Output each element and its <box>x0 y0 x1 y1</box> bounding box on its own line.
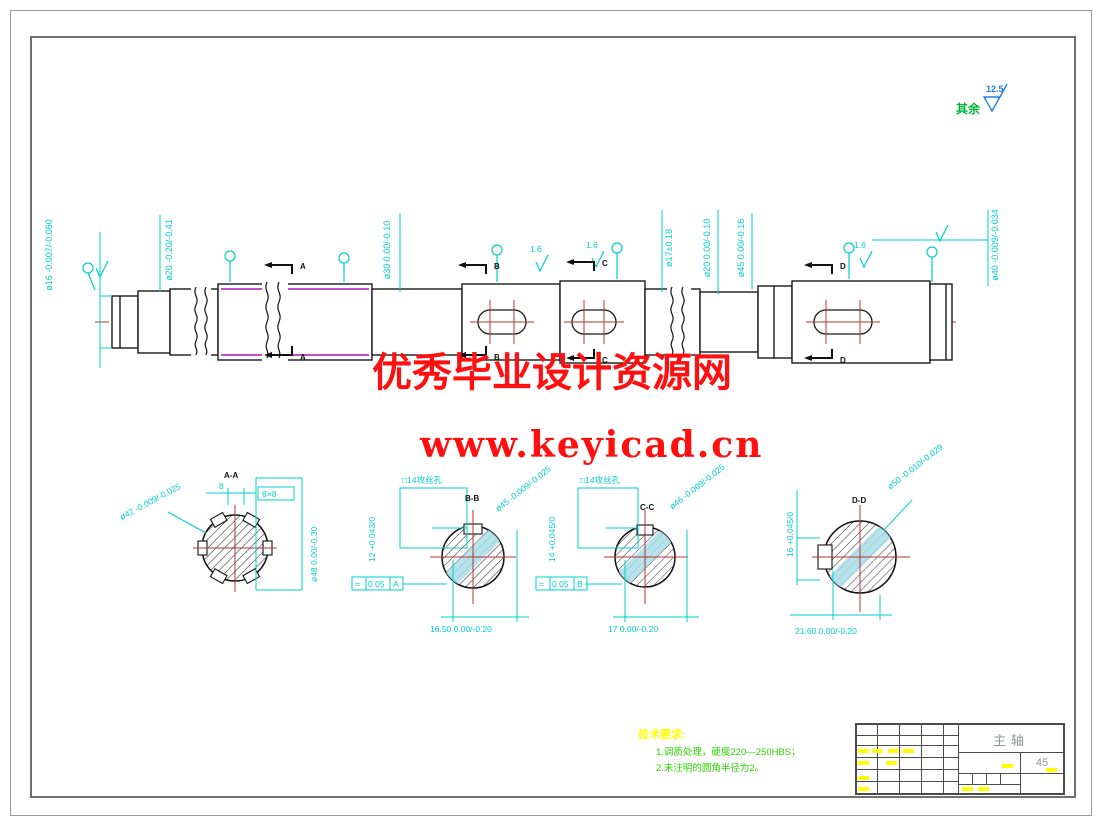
section-letter-b: B <box>494 353 500 362</box>
section-letter-a: A <box>300 353 306 362</box>
section-b-b: B-B □14攻丝孔 12 +0.043/0 = 0.05 A ø45 -0.0… <box>351 464 553 634</box>
section-bb-toplabel: □14攻丝孔 <box>402 475 443 485</box>
section-aa-box: 6×8 <box>262 489 277 499</box>
spline-thread-lines <box>221 288 369 356</box>
section-c-c: C-C □14攻丝孔 14 +0.045/0 = 0.05 B ø46 -0.0… <box>535 462 727 634</box>
dim-d45-label: ø45 0.00/-0.16 <box>736 219 746 278</box>
section-letter-d: D <box>840 356 846 365</box>
section-bb-title: B-B <box>465 494 479 503</box>
tech-req-line1: 1.调质处理，硬度220—250HBS； <box>656 747 801 758</box>
dim-d16-label: ø16 -0.007/-0.060 <box>44 219 54 291</box>
technical-requirements: 技术要求: 1.调质处理，硬度220—250HBS； 2.未注明的圆角半径为2。 <box>638 726 878 774</box>
roughness-icon <box>95 224 949 279</box>
section-aa-topdim: 8 <box>219 481 224 491</box>
section-cc-toplabel: □14攻丝孔 <box>580 475 621 485</box>
keyway-centermarks <box>470 300 880 344</box>
main-shaft-view: 1.6 1.6 1.6 ø16 -0.007/-0.060 ø20 -0.20/… <box>44 209 1000 368</box>
diameter-labels: ø16 -0.007/-0.060 ø20 -0.20/-0.41 ø30 0.… <box>44 209 1000 291</box>
dim-d17-label: ø17±0.18 <box>664 229 674 267</box>
section-dd-diag: ø50 -0.010/-0.029 <box>885 442 945 492</box>
section-cc-title: C-C <box>640 503 654 512</box>
watermark-line2: www.keyicad.cn <box>420 424 764 466</box>
roughness-value: 1.6 <box>586 240 598 250</box>
tech-req-title: 技术要求: <box>638 729 686 741</box>
gtol-symbol: = <box>355 579 360 589</box>
section-letter-d: D <box>840 262 846 271</box>
gtol-value: 0.05 <box>552 579 569 589</box>
section-cc-diag: ø46 -0.009/-0.025 <box>667 462 727 512</box>
dim-d30-label: ø30 0.00/-0.10 <box>382 221 392 280</box>
circle-mark-icon <box>82 242 938 291</box>
gtol-datum: B <box>577 579 583 589</box>
dimension-lines <box>99 210 989 368</box>
dim-d20r-label: ø20 0.00/-0.10 <box>702 219 712 278</box>
section-dd-bottom: 21.60 0.00/-0.20 <box>795 626 857 636</box>
section-bb-width: 12 +0.043/0 <box>367 517 377 562</box>
section-cut-arrows <box>264 259 812 361</box>
break-lines <box>191 281 691 363</box>
section-letter-b: B <box>494 262 500 271</box>
section-cc-bottom: 17 0.00/-0.20 <box>608 624 658 634</box>
sheet-inner-border <box>30 36 1076 798</box>
section-aa-diag: ø42 -0.009/-0.025 <box>118 481 183 522</box>
section-letter-c: C <box>602 259 608 268</box>
section-dd-width: 16 +0.045/0 <box>785 512 795 557</box>
section-letters: A A B B C C D D <box>300 259 846 365</box>
section-bb-diag: ø45 -0.009/-0.025 <box>493 464 553 514</box>
section-aa-side: ø48 0.00/-0.30 <box>309 526 319 582</box>
gtol-value: 0.05 <box>368 579 385 589</box>
gtol-datum: A <box>393 579 399 589</box>
watermark-line1: 优秀毕业设计资源网 <box>372 349 732 396</box>
part-name: 主轴 <box>992 733 1029 748</box>
tech-req-line2: 2.未注明的圆角半径为2。 <box>656 763 765 774</box>
section-cut-marks <box>272 261 833 359</box>
surface-roughness-icon <box>982 83 1008 113</box>
surface-note-value: 12.5 <box>986 84 1004 94</box>
section-d-d: D-D 16 +0.045/0 ø50 -0.010/-0.029 21.60 … <box>785 442 945 636</box>
section-cc-width: 14 +0.045/0 <box>547 517 557 562</box>
sheet-outer-border <box>10 10 1092 816</box>
roughness-value: 1.6 <box>854 240 866 250</box>
section-a-a: A-A 8 6×8 ø42 -0.009/-0.025 ø48 0.00/-0.… <box>118 471 319 592</box>
dim-d40-label: ø40 -0.009/-0.034 <box>990 209 1000 281</box>
section-dd-title: D-D <box>852 496 866 505</box>
dim-d20l-label: ø20 -0.20/-0.41 <box>164 219 174 281</box>
section-letter-c: C <box>602 356 608 365</box>
section-letter-a: A <box>300 262 306 271</box>
gtol-symbol: = <box>539 579 544 589</box>
section-bb-bottom: 16.50 0.00/-0.20 <box>430 624 492 634</box>
section-aa-title: A-A <box>224 471 238 480</box>
surface-note-label: 其余 <box>956 102 981 116</box>
material-grade: 45 <box>1035 757 1049 769</box>
roughness-value: 1.6 <box>530 244 542 254</box>
